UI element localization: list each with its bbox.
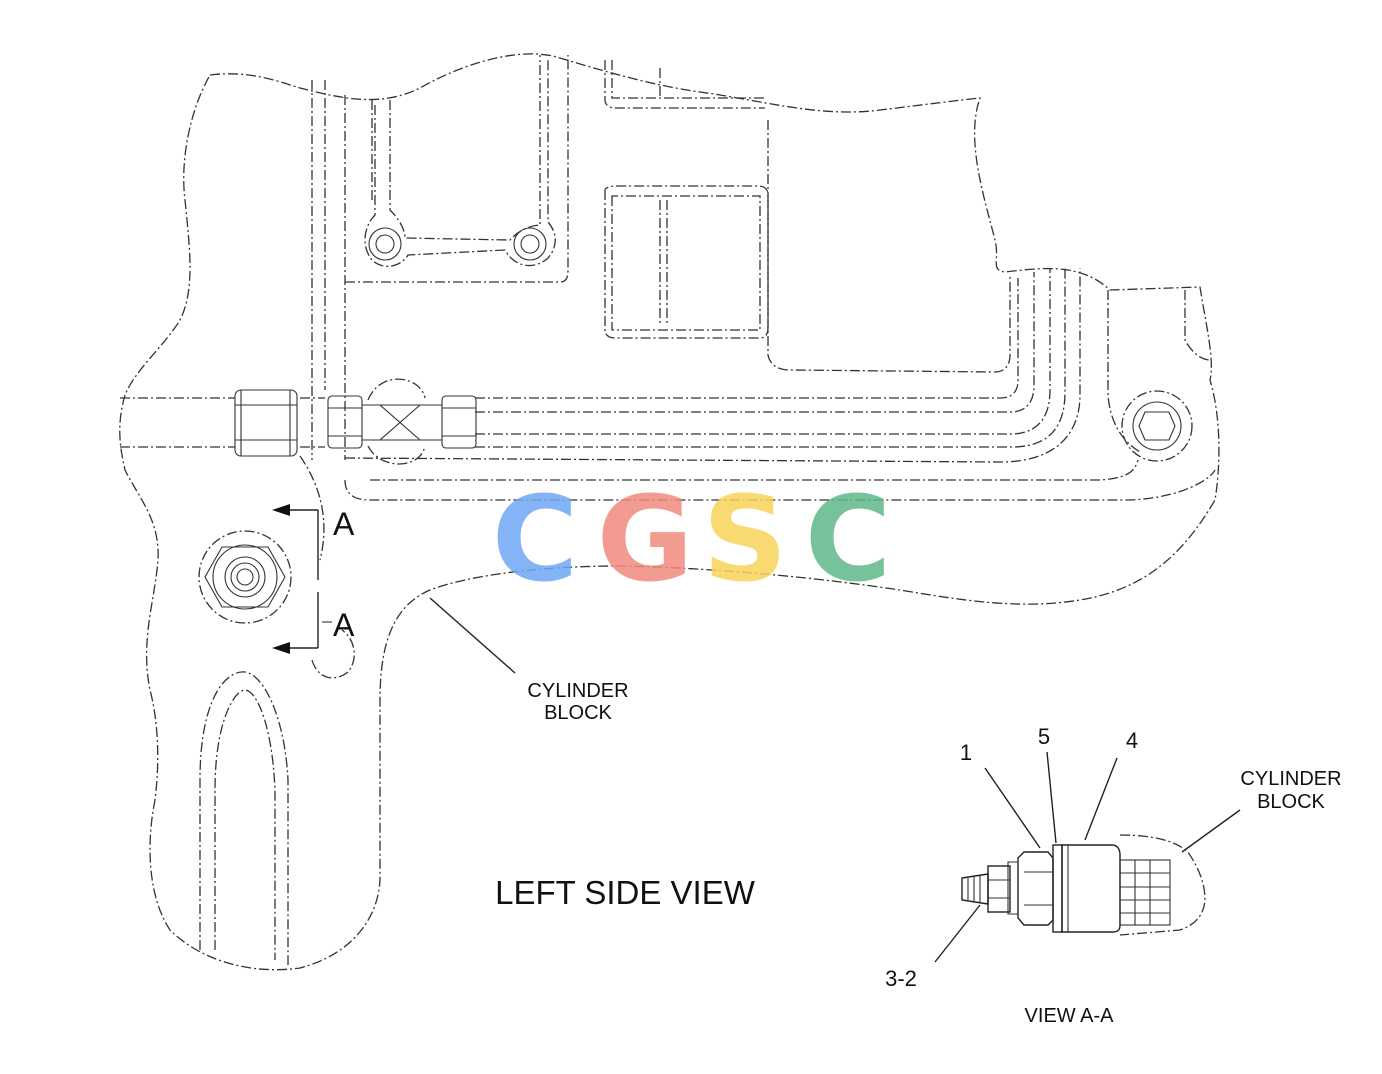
watermark-letter-c1: C bbox=[492, 470, 579, 608]
callout-item-4: 4 bbox=[1126, 728, 1138, 753]
detail-callout-label-line2: BLOCK bbox=[1257, 791, 1325, 813]
watermark: C G S C bbox=[492, 470, 892, 608]
watermark-letter-g: G bbox=[597, 470, 694, 608]
section-marker-top: A bbox=[333, 506, 355, 542]
watermark-letter-c2: C bbox=[805, 470, 892, 608]
section-marker-bottom: A bbox=[333, 607, 355, 643]
cylinder-block-callout: CYLINDER BLOCK bbox=[429, 597, 629, 724]
detail-callout-label-line1: CYLINDER bbox=[1240, 768, 1341, 790]
detail-view-title: VIEW A-A bbox=[1025, 1005, 1115, 1027]
callout-item-5: 5 bbox=[1038, 724, 1050, 749]
section-line-a-a: A A bbox=[272, 504, 355, 654]
callout-item-1: 1 bbox=[960, 740, 972, 765]
callout-label-line2: BLOCK bbox=[544, 702, 612, 724]
cylinder-block-outline bbox=[119, 53, 1220, 971]
callout-item-3-2: 3-2 bbox=[885, 966, 917, 991]
view-title: LEFT SIDE VIEW bbox=[495, 874, 756, 911]
callout-label-line1: CYLINDER bbox=[527, 680, 628, 702]
watermark-letter-s: S bbox=[703, 470, 788, 608]
detail-view-a-a: 1 5 4 3-2 CYLINDER BLOCK VIEW A-A bbox=[885, 724, 1341, 1027]
